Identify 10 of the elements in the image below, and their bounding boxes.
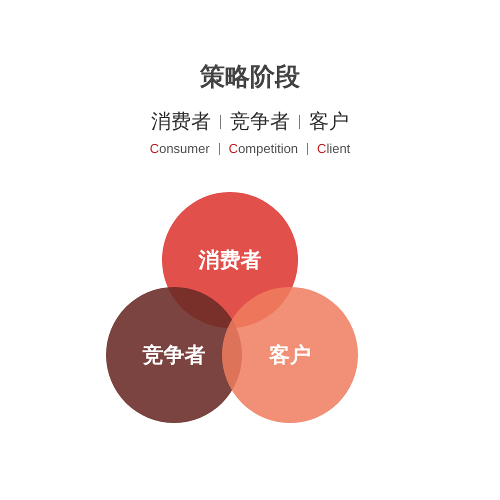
title: 策略阶段 — [198, 61, 301, 93]
english-word: Consumer — [150, 141, 210, 156]
circle-label: 消费者 — [197, 247, 262, 274]
subtitle-word: 客户 — [309, 108, 349, 135]
english-word: Client — [317, 141, 350, 156]
subtitle-word: 消费者 — [151, 108, 211, 135]
english-word: Competition — [228, 141, 298, 156]
circle-label: 竞争者 — [142, 342, 206, 369]
circle-label: 客户 — [268, 342, 312, 369]
subtitle-word: 竞争者 — [230, 108, 290, 135]
